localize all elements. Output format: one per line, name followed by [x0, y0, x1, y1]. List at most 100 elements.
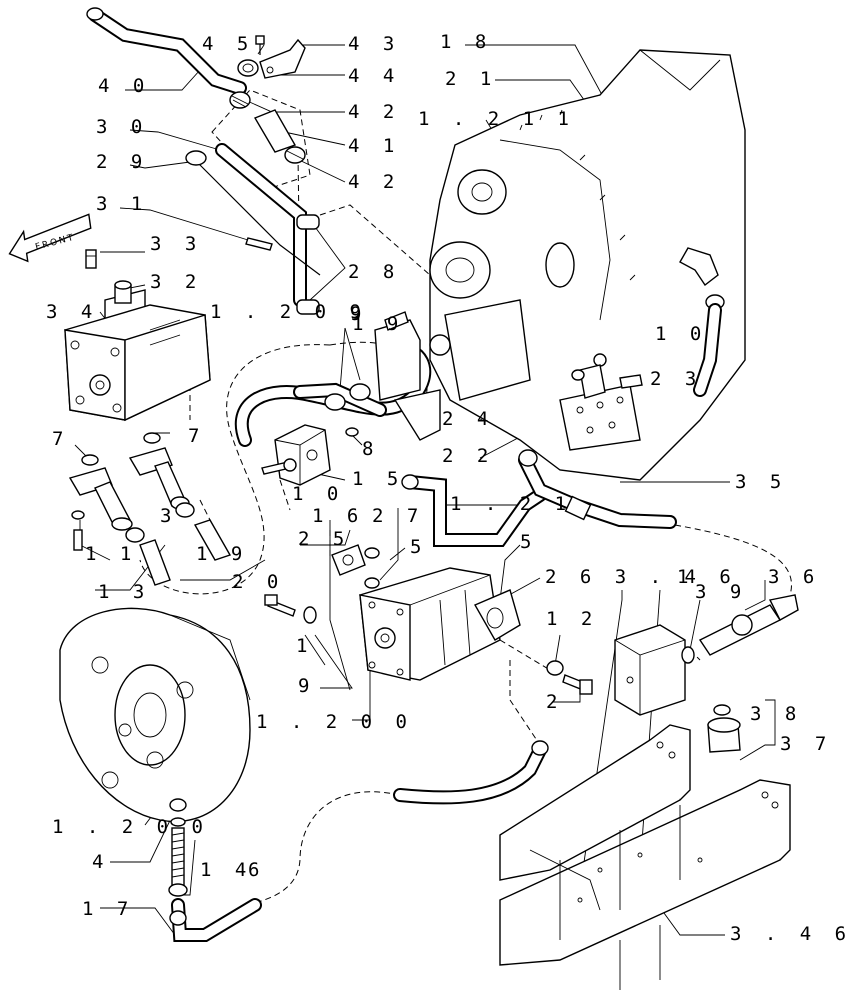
- clips-28: [296, 214, 320, 315]
- leader-27: [379, 508, 399, 581]
- front-arrow: FRONT: [8, 213, 92, 263]
- callout-16: 1 6: [312, 505, 364, 527]
- leader-9b: [314, 634, 353, 689]
- plug-37: [707, 717, 741, 753]
- leader-39: [689, 599, 701, 651]
- washer-9b: [303, 606, 317, 624]
- callout-5a: 5: [410, 536, 427, 558]
- housing-1200: [59, 607, 251, 823]
- callout-41: 4 1: [348, 135, 400, 157]
- callout-36: 3 6: [768, 566, 820, 588]
- callout-13: 1 3: [98, 581, 150, 603]
- callout-7b: 7: [188, 425, 205, 447]
- bolt-33: [85, 249, 97, 269]
- flange-3a: [68, 467, 133, 531]
- callout-1211: 1 . 2 1 1: [418, 108, 575, 130]
- callout-29: 2 9: [96, 151, 148, 173]
- callout-42b: 4 2: [348, 171, 400, 193]
- callout-42a: 4 2: [348, 101, 400, 123]
- bracket-43: [259, 38, 306, 79]
- bolt-2: [562, 674, 593, 695]
- flange-3b: [128, 447, 190, 510]
- hose-18: [693, 303, 722, 397]
- clamp-42a: [229, 91, 251, 109]
- sleeve-41: [253, 109, 297, 153]
- callout-4: 4: [92, 851, 109, 873]
- leader-17: [100, 907, 176, 936]
- seal-6: [170, 817, 186, 827]
- block-15: [274, 424, 331, 486]
- leader-36: [744, 580, 766, 611]
- callout-12: 1 2: [546, 608, 598, 630]
- callout-5b: 5: [520, 531, 537, 553]
- callout-1200b: 1 . 2 0 0: [52, 816, 209, 838]
- clamps-19: [324, 383, 371, 411]
- flange-16: [331, 544, 366, 576]
- callout-18: 1 8: [440, 31, 492, 53]
- callout-31: 3 1: [96, 193, 148, 215]
- callout-10b: 1 0: [292, 483, 344, 505]
- callout-19: 1 9: [352, 313, 404, 335]
- callout-7a: 7: [52, 428, 69, 450]
- callout-27: 2 7: [372, 505, 424, 527]
- filter-9: [374, 311, 441, 441]
- hose-lower: [393, 740, 549, 805]
- leader-29: [129, 161, 191, 169]
- washer-10a: [593, 353, 607, 367]
- leader-5b: [499, 544, 521, 601]
- callout-1209: 1 . 2 0 9: [210, 301, 367, 323]
- callout-35: 3 5: [735, 471, 787, 493]
- callout-38: 3 8: [750, 703, 802, 725]
- callout-39: 3 9: [695, 581, 747, 603]
- hoses-20: [139, 519, 232, 586]
- nut-12: [546, 660, 564, 676]
- callout-2: 2: [546, 691, 563, 713]
- callout-23: 2 3: [650, 368, 702, 390]
- callout-34: 3 4: [46, 301, 98, 323]
- hose-35: [518, 449, 677, 529]
- leader-1b: [304, 634, 326, 666]
- callout-25: 2 5: [298, 528, 350, 550]
- callout-22: 2 2: [442, 445, 494, 467]
- callout-40: 4 0: [98, 75, 150, 97]
- callout-labels: 4 5 4 3 4 0 4 4 4 2 4 1 4 2 3 0 2 9 3 1 …: [46, 31, 852, 945]
- seal-5a: [364, 577, 380, 589]
- callout-24: 2 4: [442, 408, 494, 430]
- leader-25: [300, 529, 351, 546]
- pump-1200: [359, 567, 501, 681]
- nut-10b: [283, 458, 297, 472]
- frame-3461: [499, 724, 791, 990]
- block-26346: [614, 624, 686, 716]
- hose-17: [169, 898, 262, 942]
- leader-28: [309, 219, 346, 301]
- callout-14: 1 4: [200, 859, 252, 881]
- callout-37: 3 7: [780, 733, 832, 755]
- callout-30: 3 0: [96, 116, 148, 138]
- callout-15: 1 5: [352, 468, 404, 490]
- bolt-31: [245, 237, 273, 251]
- pipe-30: [215, 143, 307, 307]
- seal-7b: [143, 432, 161, 444]
- callout-6: 6: [248, 859, 265, 881]
- sensor-36: [698, 594, 799, 656]
- bolt-13: [73, 529, 83, 551]
- callout-10a: 1 0: [655, 323, 707, 345]
- callout-1200a: 1 . 2 0 0: [256, 711, 413, 733]
- bolt-23: [619, 374, 643, 389]
- leader-30: [129, 129, 221, 151]
- leader-38-37: [739, 699, 776, 761]
- callout-8: 8: [362, 438, 379, 460]
- callout-45: 4 5: [202, 33, 254, 55]
- leader-19a: [339, 327, 346, 391]
- fitting-4: [169, 798, 187, 812]
- callout-2634: 2 6 3 . 4 6: [545, 566, 737, 588]
- transmission-1211: [429, 49, 746, 481]
- callout-3461: 3 . 4 6 1: [730, 923, 852, 945]
- leader-5a: [389, 547, 406, 561]
- hose-24: [234, 342, 432, 447]
- callout-33: 3 3: [150, 233, 202, 255]
- leader-40: [125, 69, 201, 91]
- cover-22: [571, 364, 606, 399]
